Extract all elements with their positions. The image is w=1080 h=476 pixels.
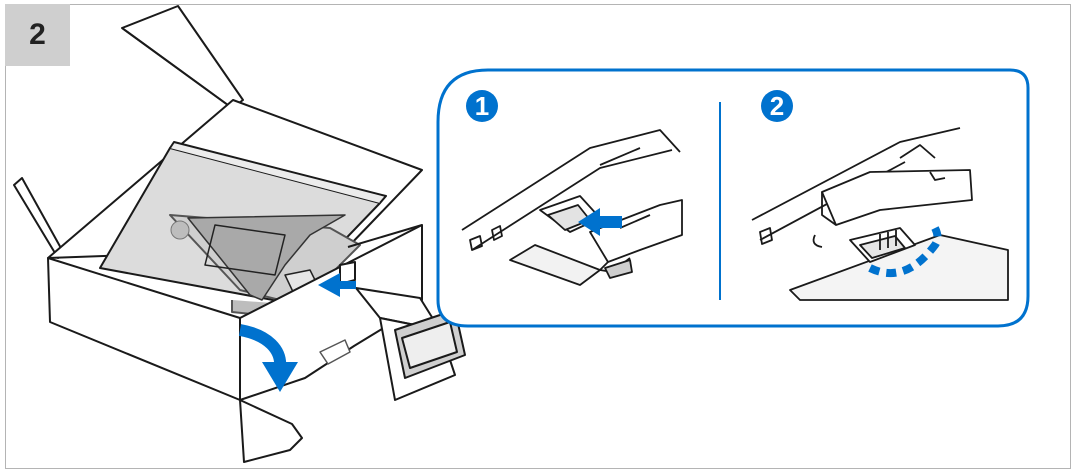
substep-2-rotation-arc-icon [868, 226, 942, 278]
substep-1-badge: 1 [466, 90, 498, 122]
step-number: 2 [29, 18, 46, 51]
substep-1-number: 1 [475, 91, 489, 121]
push-arrow-icon [318, 273, 356, 297]
fold-down-arrow-icon [238, 324, 298, 392]
step-number-badge: 2 [5, 4, 70, 66]
instruction-frame [5, 4, 1071, 469]
substep-2-badge: 2 [761, 90, 793, 122]
substep-2-number: 2 [770, 91, 784, 121]
substep-2-illustration [751, 127, 1009, 301]
substep-1-arrow-icon [578, 208, 622, 236]
open-box [13, 5, 423, 463]
monitor-stand [355, 287, 466, 401]
